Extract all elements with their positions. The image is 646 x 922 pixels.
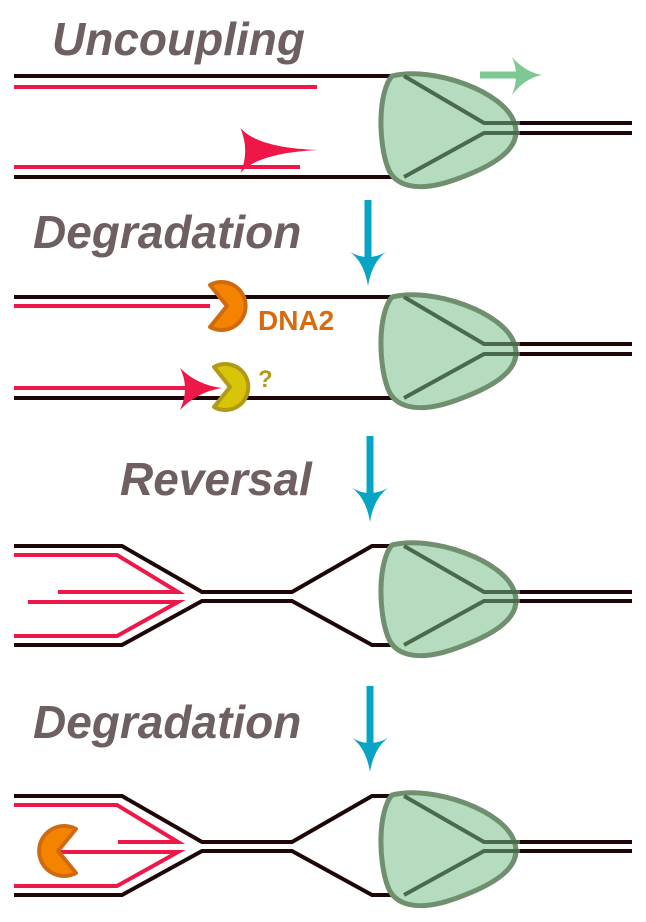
right-arrow-icon xyxy=(480,57,542,95)
helicase-blob-icon xyxy=(381,543,520,656)
nascent-strands xyxy=(14,304,222,410)
panel-reversal: Reversal xyxy=(14,453,632,656)
panel-degradation-1: Degradation DNA2 ? xyxy=(14,206,632,412)
nascent-strands xyxy=(14,553,186,638)
nascent-arrowhead-icon xyxy=(240,128,318,173)
nascent-strands xyxy=(14,85,318,173)
helicase-blob-icon xyxy=(381,793,520,906)
down-arrow-icon xyxy=(352,686,388,772)
dna2-label: DNA2 xyxy=(258,305,334,336)
pacman-nuclease-icon xyxy=(37,824,78,878)
nascent-arrowhead-icon xyxy=(180,368,222,410)
parental-strands xyxy=(14,544,632,647)
step-label-uncoupling: Uncoupling xyxy=(52,13,305,65)
down-arrow-icon xyxy=(352,436,388,522)
panel-uncoupling: Uncoupling xyxy=(14,13,632,187)
unknown-nuclease-label: ? xyxy=(258,366,273,393)
pacman-nuclease-icon xyxy=(212,362,251,412)
pacman-nuclease-icon xyxy=(208,280,248,332)
step-label-degradation-1: Degradation xyxy=(33,206,301,258)
step-label-degradation-2: Degradation xyxy=(33,696,301,748)
step-label-reversal: Reversal xyxy=(120,453,313,505)
parental-strands xyxy=(14,794,632,897)
helicase-blob-icon xyxy=(381,74,520,187)
parental-strands xyxy=(14,74,632,179)
parental-strands xyxy=(14,295,632,400)
down-arrow-icon xyxy=(350,200,386,286)
helicase-blob-icon xyxy=(381,295,520,408)
panel-degradation-2: Degradation xyxy=(14,696,632,906)
nascent-strands xyxy=(14,803,186,888)
